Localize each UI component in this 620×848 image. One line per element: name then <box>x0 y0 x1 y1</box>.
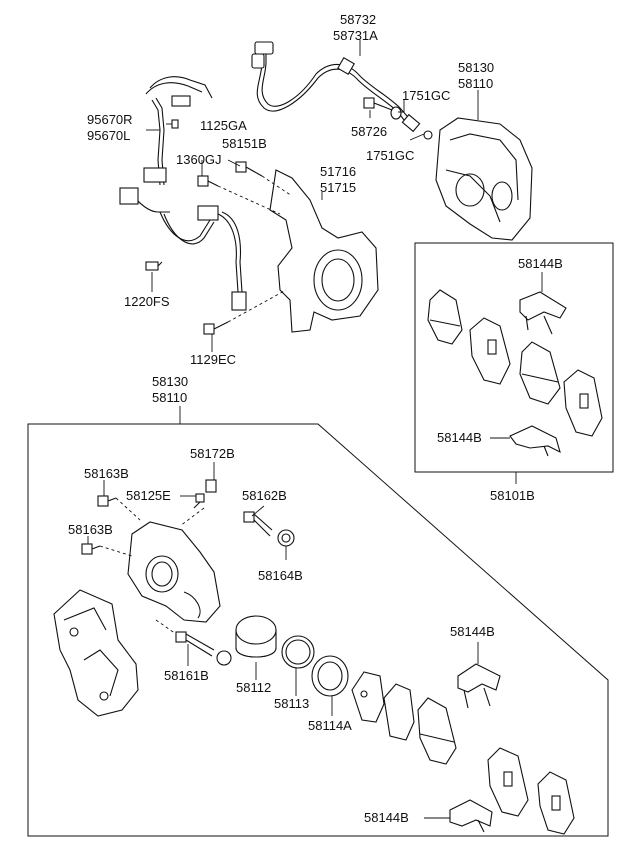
label-58731a: 58731A <box>333 28 378 43</box>
label-51716: 51716 <box>320 164 356 179</box>
label-58113: 58113 <box>274 696 309 711</box>
label-58130: 58130 <box>152 374 188 389</box>
label-58144b-kit-bottom: 58144B <box>437 430 482 445</box>
label-58144b-middle: 58144B <box>450 624 495 639</box>
bolt-58163b-lower <box>81 543 101 555</box>
caliper-top <box>435 117 533 241</box>
label-58151b: 58151B <box>222 136 267 151</box>
steering-knuckle <box>269 169 379 333</box>
caliper-bracket <box>53 589 139 717</box>
bolt-1360gj <box>197 175 219 187</box>
label-58130-top: 58130 <box>458 60 494 75</box>
pad-kit-pad-2 <box>469 317 511 385</box>
wheel-speed-sensor <box>119 76 247 311</box>
label-58162b: 58162B <box>242 488 287 503</box>
label-58144b-kit-top: 58144B <box>518 256 563 271</box>
bleeder-screw <box>193 493 205 509</box>
banjo-bolt <box>363 97 402 120</box>
pad-kit-pad-1 <box>427 289 463 345</box>
label-95670r: 95670R <box>87 112 133 127</box>
label-1751gc-a: 1751GC <box>402 88 450 103</box>
brake-pad-1 <box>417 697 457 765</box>
bleeder-cap <box>205 479 217 493</box>
guide-pin-lower <box>175 631 232 666</box>
label-58110: 58110 <box>152 390 187 405</box>
pad-kit-pad-3 <box>519 341 561 405</box>
label-58732: 58732 <box>340 12 376 27</box>
label-58726: 58726 <box>351 124 387 139</box>
bolt-1129ec <box>203 321 229 335</box>
pad-shim-1 <box>351 671 385 723</box>
label-58125e: 58125E <box>126 488 171 503</box>
pad-kit-pad-4 <box>563 369 603 437</box>
piston-seal <box>281 635 315 669</box>
pad-kit-spring-bottom <box>509 425 561 457</box>
anti-rattle-spring-bottom <box>449 799 493 833</box>
anti-rattle-spring-middle <box>457 663 501 709</box>
label-95670l: 95670L <box>87 128 130 143</box>
label-58110-top: 58110 <box>458 76 493 91</box>
label-58164b: 58164B <box>258 568 303 583</box>
caliper-exploded-frame <box>27 423 609 837</box>
clip-1125ga <box>171 119 179 129</box>
boot-58164b <box>277 529 295 547</box>
label-1129ec: 1129EC <box>190 352 236 367</box>
label-58172b: 58172B <box>190 446 235 461</box>
piston <box>235 615 277 658</box>
label-51715: 51715 <box>320 180 356 195</box>
guide-pin-upper <box>243 511 273 537</box>
label-58144b-bottom: 58144B <box>364 810 409 825</box>
label-1360gj: 1360GJ <box>176 152 222 167</box>
pad-kit-box <box>414 242 614 473</box>
label-1751gc-b: 1751GC <box>366 148 414 163</box>
piston-boot <box>311 655 349 697</box>
label-58112: 58112 <box>236 680 271 695</box>
screw-1220fs <box>145 261 163 271</box>
pad-shim-2 <box>383 683 415 741</box>
label-1220fs: 1220FS <box>124 294 170 309</box>
label-58163b-top: 58163B <box>84 466 129 481</box>
bolt-58163b-top <box>97 495 117 507</box>
label-58101b: 58101B <box>490 488 535 503</box>
brake-pad-shim-3 <box>537 771 575 835</box>
label-58114a: 58114A <box>308 718 352 733</box>
brake-hose <box>251 41 433 140</box>
label-58161b: 58161B <box>164 668 209 683</box>
caliper-body <box>127 521 221 623</box>
bolt-58151b <box>235 161 263 177</box>
pad-kit-spring-top <box>519 291 567 335</box>
brake-pad-2 <box>487 747 529 817</box>
label-1125ga: 1125GA <box>200 118 247 133</box>
label-58163b-lower: 58163B <box>68 522 113 537</box>
